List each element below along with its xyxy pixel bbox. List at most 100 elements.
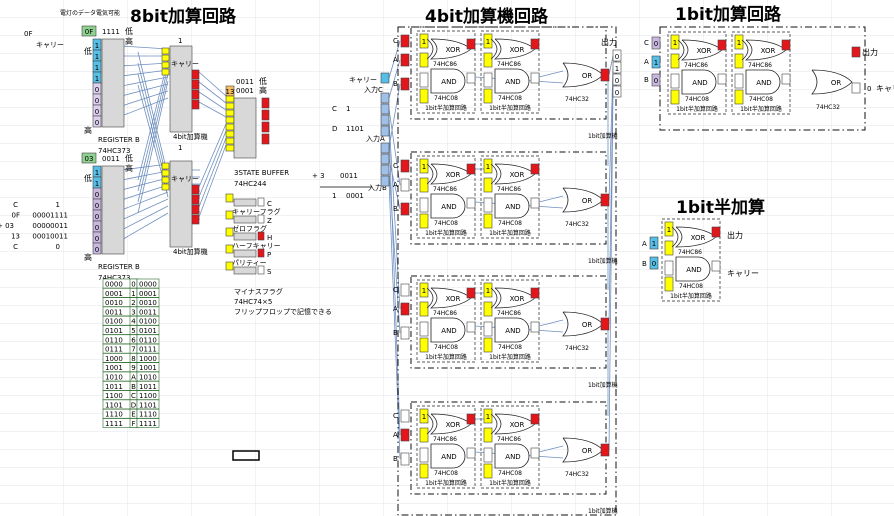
- or-gate: [811, 69, 853, 95]
- output-value: 0: [615, 53, 619, 61]
- gate-output: [781, 73, 791, 85]
- output-cell: [612, 49, 622, 62]
- xor-label: XOR: [446, 171, 461, 179]
- output-value: 0: [615, 77, 619, 85]
- register-top-bits: 0011: [102, 155, 120, 163]
- input-c-label: 入力C: [364, 85, 383, 94]
- gate-output: [466, 287, 476, 299]
- gate-input: [483, 427, 493, 443]
- flag-input: [225, 210, 234, 220]
- or-label: OR: [582, 447, 593, 455]
- gate-input: [734, 34, 744, 50]
- register-carry-label: キャリー: [36, 41, 64, 49]
- gate-output: [530, 72, 540, 84]
- gate-output: [530, 321, 540, 333]
- calc-value: 0: [56, 243, 60, 251]
- gate-input: [483, 33, 493, 49]
- gate-input: [664, 260, 674, 276]
- hex-table-binary: 1000: [105, 355, 123, 363]
- and-gate: [430, 193, 466, 219]
- and-part: 74HC08: [498, 470, 522, 477]
- half-label: 1bit半加算回路: [676, 105, 718, 113]
- gate-output: [466, 321, 476, 333]
- xor-gate-arc: [671, 226, 679, 248]
- input-a-cell: [380, 125, 390, 137]
- flag-letter: C: [267, 200, 272, 208]
- one-bit-input-label: B: [644, 76, 649, 84]
- buffer-name: 3STATE BUFFER: [234, 169, 289, 177]
- one-bit-carry-out: [851, 82, 861, 94]
- flag-letter: S: [267, 268, 272, 276]
- or-label: OR: [831, 79, 842, 87]
- and-gate: [681, 69, 717, 95]
- input-marker: [161, 176, 170, 184]
- gate-input-value: 1: [422, 287, 426, 295]
- hex-table-binary: 0010: [105, 299, 123, 307]
- output-marker: [191, 184, 200, 195]
- input-marker: [161, 169, 170, 177]
- xor-gate-arc: [490, 163, 498, 185]
- output-cell: [612, 73, 622, 86]
- hex-table-binary: 1010: [105, 374, 123, 382]
- gate-input: [483, 321, 493, 337]
- and-label: AND: [692, 79, 707, 87]
- bit-value: 0: [95, 224, 99, 232]
- gate-input: [483, 408, 493, 424]
- or-part: 74HC32: [565, 471, 589, 478]
- or-part: 74HC32: [565, 345, 589, 352]
- gate-input: [483, 463, 493, 479]
- half-input-cell: [649, 256, 659, 270]
- output-value: 0: [615, 89, 619, 97]
- half-label: 1bit半加算回路: [425, 353, 467, 361]
- calc-value: 00001111: [32, 212, 68, 220]
- flag-input: [225, 227, 234, 237]
- hex-table-binary: 0111: [139, 346, 157, 354]
- flag-output: [257, 265, 265, 275]
- gate-input: [419, 72, 429, 88]
- hex-table-binary: 1110: [105, 411, 123, 419]
- internal-wire: [538, 319, 564, 327]
- flag-input: [225, 193, 234, 203]
- gate-output: [466, 163, 476, 175]
- gate-input: [483, 447, 493, 463]
- flag-letter: P: [267, 251, 271, 259]
- and-gate: [494, 443, 530, 469]
- gate-input: [734, 73, 744, 89]
- calc-label: C: [13, 201, 18, 209]
- stage-input-cell: [400, 428, 410, 442]
- flag-output: [257, 231, 265, 241]
- high-label: 高: [84, 252, 92, 262]
- and-label: AND: [441, 203, 456, 211]
- low-label: 低: [84, 173, 92, 183]
- gate-output: [466, 413, 476, 425]
- bit-value: 0: [95, 119, 99, 127]
- hex-table-digit: 2: [131, 299, 135, 307]
- or-part: 74HC32: [565, 221, 589, 228]
- hex-table-cell: [136, 287, 160, 298]
- gate-input: [419, 301, 429, 317]
- stage-input-cell: [400, 452, 410, 466]
- gate-output: [711, 260, 721, 272]
- full-adder-frame: [410, 26, 607, 120]
- calc-label: 0F: [12, 212, 20, 220]
- and-label: AND: [441, 453, 456, 461]
- gate-input: [483, 197, 493, 213]
- xor-part: 74HC86: [433, 61, 457, 68]
- hex-table-digit: 9: [131, 364, 135, 372]
- output-cell: [612, 61, 622, 74]
- gate-output: [781, 39, 791, 51]
- adder-name: 4bit加算機: [173, 132, 208, 141]
- xor-gate-arc: [490, 413, 498, 435]
- half-input-value: 1: [652, 240, 656, 248]
- register-name: REGISTER B: [98, 136, 140, 144]
- gate-input: [483, 177, 493, 193]
- and-label: AND: [441, 327, 456, 335]
- gate-input-value: 1: [486, 38, 490, 46]
- crossing-wire: [137, 80, 169, 214]
- low-label: 低: [125, 153, 133, 163]
- adder-out-wire: [198, 130, 227, 198]
- gate-output: [466, 72, 476, 84]
- or-gate: [562, 187, 604, 213]
